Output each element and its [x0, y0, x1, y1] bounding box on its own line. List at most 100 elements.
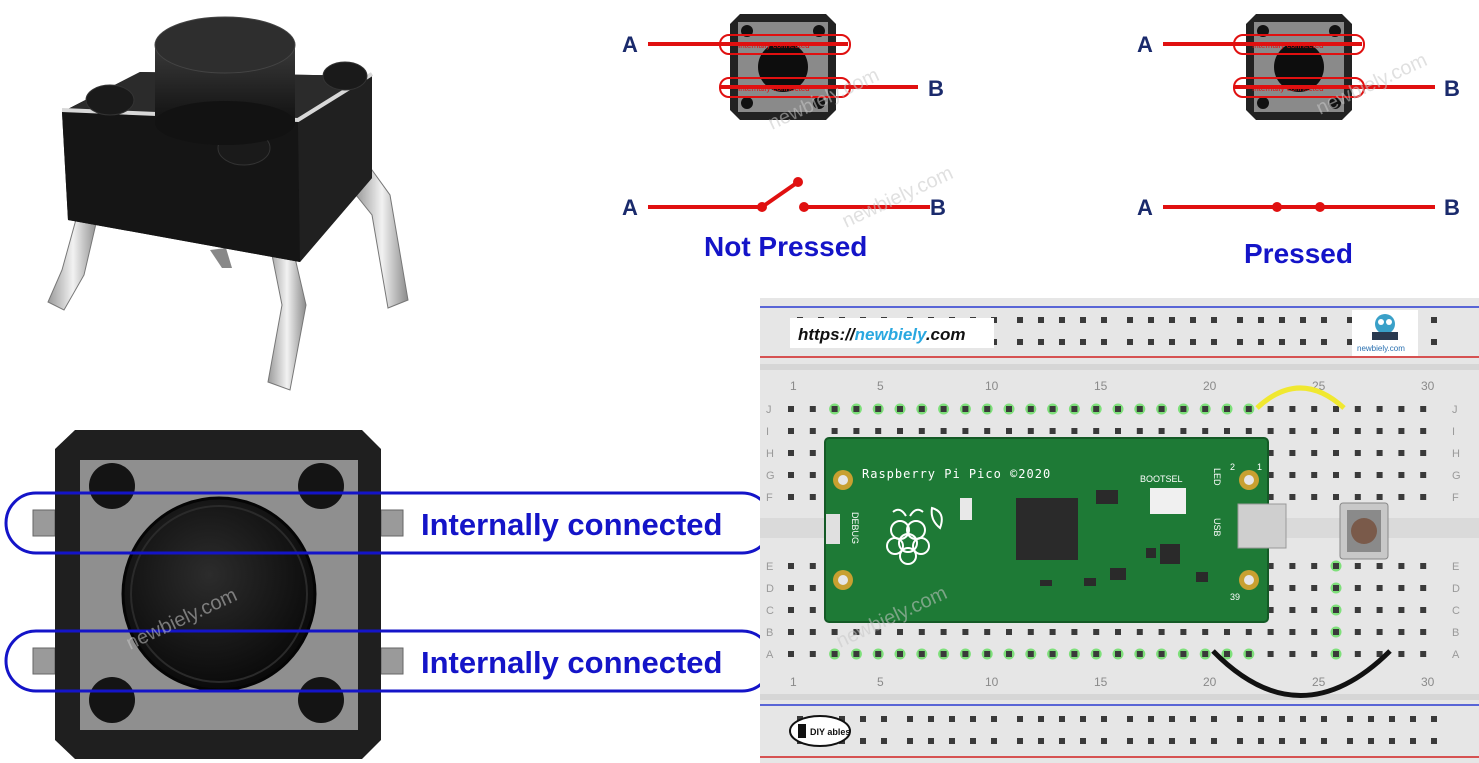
pin-a-label-pressed: A	[1137, 32, 1153, 57]
breadboard-hole	[1202, 651, 1209, 657]
breadboard-hole	[831, 629, 838, 635]
breadboard-hole	[1080, 339, 1086, 345]
breadboard-hole	[1420, 450, 1427, 456]
row-letter: H	[766, 448, 774, 460]
breadboard-hole	[1169, 738, 1175, 744]
breadboard-hole	[907, 738, 913, 744]
breadboard-hole	[949, 716, 955, 722]
breadboard-hole	[962, 428, 969, 434]
breadboard-hole	[809, 563, 816, 569]
breadboard-hole	[1431, 317, 1437, 323]
breadboard-hole	[809, 629, 816, 635]
breadboard-hole	[1224, 428, 1230, 434]
breadboard-push-button	[1339, 502, 1389, 560]
breadboard-hole	[1398, 563, 1405, 569]
breadboard-hole	[788, 629, 794, 635]
row-letter: J	[766, 404, 772, 416]
breadboard-hole	[962, 406, 969, 412]
breadboard-labels: 1 5 10 15 20 25 30 1 5 10 15 20 25 30 J …	[766, 379, 1461, 689]
breadboard-hole	[1237, 317, 1243, 323]
breadboard-hole	[1311, 406, 1318, 412]
not-pressed-caption: Not Pressed	[704, 231, 867, 262]
breadboard-hole	[1059, 716, 1065, 722]
breadboard-hole	[1027, 428, 1034, 434]
breadboard-hole	[788, 428, 794, 434]
breadboard-hole	[1311, 494, 1318, 500]
breadboard-hole	[1049, 629, 1056, 635]
breadboard-hole	[1059, 738, 1065, 744]
breadboard-hole	[984, 406, 991, 412]
breadboard-hole	[984, 428, 991, 434]
breadboard-hole	[1038, 317, 1044, 323]
breadboard-hole	[1027, 651, 1034, 657]
breadboard-hole	[1321, 317, 1327, 323]
breadboard-hole	[1267, 629, 1274, 635]
breadboard-hole	[1398, 629, 1405, 635]
breadboard-hole	[1420, 494, 1427, 500]
breadboard-hole	[853, 428, 860, 434]
breadboard-hole	[940, 629, 947, 635]
breadboard-hole	[907, 716, 913, 722]
breadboard-hole	[1093, 428, 1100, 434]
breadboard-hole	[1311, 428, 1318, 434]
breadboard-hole	[1017, 317, 1023, 323]
breadboard-hole	[881, 716, 887, 722]
breadboard-hole	[809, 406, 816, 412]
breadboard-hole	[1289, 406, 1296, 412]
breadboard-hole	[1038, 716, 1044, 722]
breadboard-hole	[897, 629, 903, 635]
col-number: 30	[1421, 675, 1435, 689]
breadboard-hole	[1376, 607, 1383, 613]
breadboard-hole	[1420, 563, 1427, 569]
breadboard-hole	[1368, 738, 1374, 744]
breadboard-hole	[1431, 339, 1437, 345]
breadboard-hole	[1180, 406, 1187, 412]
breadboard-hole	[1190, 716, 1196, 722]
col-number: 1	[790, 379, 797, 393]
breadboard-hole	[1148, 738, 1154, 744]
breadboard-hole	[1202, 629, 1209, 635]
col-number: 30	[1421, 379, 1435, 393]
breadboard-hole	[984, 629, 991, 635]
breadboard-hole	[1049, 428, 1056, 434]
breadboard-hole	[1169, 716, 1175, 722]
breadboard-hole	[940, 406, 947, 412]
breadboard-hole	[1237, 738, 1243, 744]
row-letter: E	[1452, 561, 1459, 573]
row-letter: J	[1452, 404, 1458, 416]
bootsel-button	[1150, 488, 1186, 514]
breadboard-hole	[1127, 738, 1133, 744]
breadboard-hole	[1368, 716, 1374, 722]
breadboard-hole	[1224, 629, 1230, 635]
breadboard-hole	[1211, 317, 1217, 323]
raspberry-logo-icon	[886, 506, 943, 565]
breadboard-hole	[1017, 738, 1023, 744]
breadboard-hole	[1376, 428, 1383, 434]
breadboard-hole	[1059, 339, 1065, 345]
breadboard-hole	[1115, 629, 1121, 635]
breadboard-hole	[1333, 629, 1339, 635]
breadboard-hole	[1127, 339, 1133, 345]
breadboard-hole	[1027, 406, 1034, 412]
breadboard-hole	[1289, 651, 1296, 657]
url-text: https://newbiely.com	[798, 325, 966, 344]
breadboard-hole	[928, 716, 934, 722]
row-letter: I	[1452, 426, 1455, 438]
breadboard-hole	[1289, 428, 1296, 434]
breadboard-hole	[1093, 629, 1100, 635]
breadboard-hole	[1267, 585, 1274, 591]
breadboard-hole	[1237, 716, 1243, 722]
breadboard-hole	[1136, 629, 1143, 635]
breadboard-hole	[1410, 716, 1416, 722]
breadboard-hole	[875, 651, 882, 657]
breadboard-hole	[1311, 563, 1318, 569]
breadboard-hole	[1376, 585, 1383, 591]
breadboard-hole	[1398, 585, 1405, 591]
breadboard-hole	[881, 738, 887, 744]
breadboard-hole	[928, 738, 934, 744]
breadboard-hole	[1311, 585, 1318, 591]
row-letter: I	[766, 426, 769, 438]
row-letter: F	[1452, 492, 1459, 504]
breadboard-hole	[1311, 450, 1318, 456]
row-letter: G	[1452, 470, 1461, 482]
